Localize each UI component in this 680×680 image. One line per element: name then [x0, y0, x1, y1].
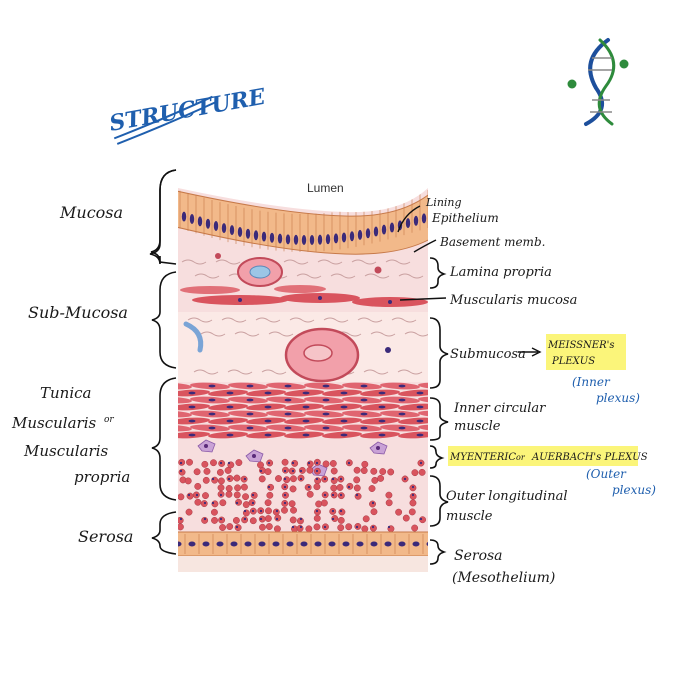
inner-circular-muscle — [178, 382, 428, 439]
svg-text:muscle: muscle — [454, 419, 501, 434]
svg-text:Epithelium: Epithelium — [431, 211, 499, 225]
label-serosa: Serosa — [78, 527, 133, 546]
page-title: STRUCTURE — [107, 84, 269, 145]
label-muscularis-1: Muscularis — [11, 414, 96, 432]
label-muscularis-2: Muscularis — [23, 442, 108, 460]
svg-text:Inner circular: Inner circular — [453, 401, 546, 416]
label-mucosa: Mucosa — [59, 203, 123, 222]
svg-text:Serosa: Serosa — [454, 548, 503, 564]
svg-text:Submucosa: Submucosa — [450, 347, 526, 362]
lining-epithelium — [178, 189, 428, 255]
label-or: or — [104, 415, 114, 425]
pointer-lines — [397, 205, 542, 357]
muscularis-mucosa — [180, 285, 428, 307]
myenteric-highlight — [448, 446, 638, 466]
meissner-highlight — [546, 334, 626, 370]
svg-text:Outer longitudinal: Outer longitudinal — [446, 489, 568, 504]
svg-text:Lining: Lining — [425, 196, 462, 209]
svg-text:STRUCTURE: STRUCTURE — [107, 84, 268, 137]
svg-text:or: or — [516, 453, 526, 462]
svg-text:plexus): plexus) — [612, 483, 656, 497]
outer-longitudinal-muscle — [178, 458, 427, 533]
svg-text:PLEXUS: PLEXUS — [551, 356, 595, 367]
svg-text:(Outer: (Outer — [586, 467, 627, 481]
svg-text:Lamina propria: Lamina propria — [449, 265, 552, 280]
right-labels: Lining Epithelium Basement memb. Lamina … — [425, 196, 656, 586]
label-propria: propria — [74, 468, 130, 486]
svg-text:Basement memb.: Basement memb. — [439, 235, 545, 249]
svg-text:muscle: muscle — [446, 509, 493, 524]
svg-text:MEISSNER's: MEISSNER's — [547, 340, 614, 351]
dna-logo — [567, 38, 629, 126]
serosa-layer — [178, 531, 428, 572]
svg-text:plexus): plexus) — [596, 391, 640, 405]
svg-text:MYENTERIC: MYENTERIC — [449, 452, 516, 463]
submucosa-vessel — [183, 321, 391, 383]
svg-text:AUERBACH's PLEXUS: AUERBACH's PLEXUS — [531, 452, 648, 463]
svg-text:(Inner: (Inner — [572, 375, 611, 389]
label-submucosa: Sub-Mucosa — [28, 303, 128, 322]
svg-text:(Mesothelium): (Mesothelium) — [452, 570, 555, 586]
svg-text:Muscularis mucosa: Muscularis mucosa — [449, 293, 577, 308]
left-braces — [149, 169, 177, 555]
lumen-label: Lumen — [307, 181, 344, 195]
label-tunica: Tunica — [40, 384, 91, 402]
tissue-section — [178, 188, 428, 572]
right-braces — [429, 257, 449, 565]
left-labels: Mucosa Sub-Mucosa Tunica Muscularis or M… — [11, 203, 133, 546]
